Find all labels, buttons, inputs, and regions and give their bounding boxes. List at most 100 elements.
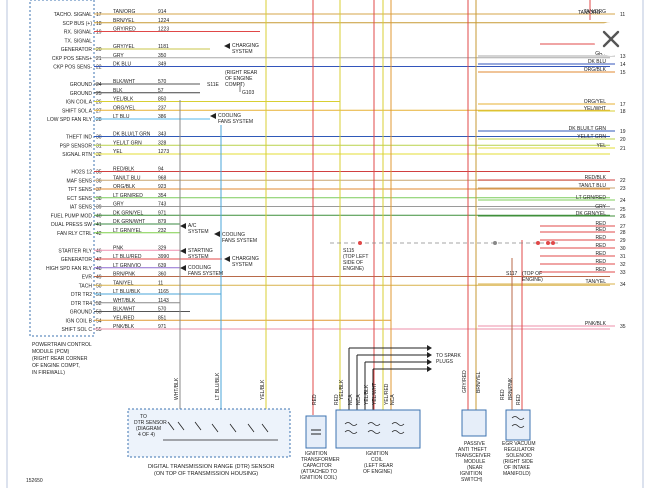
pcm-pin-label: GENERATOR — [61, 47, 93, 53]
pcm-pin-number: 30 — [96, 135, 102, 141]
vertical-wire-label: RED — [312, 394, 318, 405]
arrow-icon — [210, 113, 216, 119]
pcm-pin-label: TACHO. SIGNAL — [54, 12, 92, 18]
pcm-wire-color: TAN/LT BLU — [113, 175, 141, 181]
pcm-pin-label: EVR — [82, 275, 93, 281]
pcm-circuit-number: 237 — [158, 105, 167, 111]
splice-dot — [551, 241, 555, 245]
right-wire-color: GRY — [595, 51, 606, 57]
right-wire-pin: 29 — [620, 238, 626, 244]
right-wire-color: ORG/YEL — [584, 99, 606, 105]
coil-windings-icon — [344, 422, 405, 434]
pcm-wire-color: TAN/YEL — [113, 280, 134, 286]
pcm-wire-color: DK BLU/LT GRN — [113, 132, 151, 138]
pcm-wire-color: PNK — [113, 245, 124, 251]
pcm-pin-number: 20 — [96, 47, 102, 53]
pcm-pin-number: 36 — [96, 178, 102, 184]
callout-cooling: COOLING — [188, 265, 211, 271]
pcm-pin-label: SIGNAL RTN — [62, 152, 92, 158]
vertical-wire-label: YEL/BLK — [260, 379, 266, 400]
coil-label: IGNITION — [366, 451, 389, 457]
pcm-circuit-number: 1273 — [158, 149, 169, 155]
callout-s117: S117 — [506, 271, 518, 277]
pcm-pin-number: 17 — [96, 12, 102, 18]
close-icon[interactable] — [602, 30, 620, 48]
callout-s115: SIDE OF — [343, 260, 363, 266]
pcm-circuit-number: 360 — [158, 272, 167, 278]
top-right-wire-label: TAN/ORG — [578, 10, 601, 16]
pcm-wire-color: RED/BLK — [113, 167, 135, 173]
right-wire-color: RED — [595, 251, 606, 257]
pcm-wire-color: YEL/LT GRN — [113, 140, 142, 146]
right-wire-pin: 28 — [620, 230, 626, 236]
pcm-pin-number: 49 — [96, 275, 102, 281]
pcm-circuit-number: 350 — [158, 53, 167, 59]
pcm-wire-color: TAN/ORG — [113, 9, 136, 15]
pcm-circuit-number: 3990 — [158, 254, 169, 260]
callout-ground: COMPT) — [225, 82, 245, 88]
right-wire-pin: 24 — [620, 198, 626, 204]
pcm-circuit-number: 328 — [158, 140, 167, 146]
vertical-wire-label: WHT/BLK — [174, 377, 180, 400]
capacitor-label: IGNITION COIL) — [300, 475, 337, 481]
right-wire-pin: 35 — [620, 324, 626, 330]
pcm-wire-color: DK GRN/WHT — [113, 219, 145, 225]
pcm-pin-number: 31 — [96, 143, 102, 149]
arrow-icon — [427, 359, 432, 365]
pcm-pin-label: IAT SENS — [70, 205, 93, 211]
egr-label: OF INTAKE — [504, 465, 531, 471]
right-wire-color: TAN/YEL — [586, 279, 607, 285]
pcm-wire-color: LT BLU/RED — [113, 254, 142, 260]
pcm-circuit-number: 1165 — [158, 289, 169, 295]
arrow-icon — [224, 43, 230, 49]
vertical-wire-label: NCA — [348, 394, 354, 405]
pcm-wire-color: BRN/YEL — [113, 18, 135, 24]
pcm-circuit-number: 850 — [158, 97, 167, 103]
pcm-pin-number: 39 — [96, 205, 102, 211]
right-wire-pin: 27 — [620, 224, 626, 230]
pcm-pin-label: GROUND — [70, 310, 93, 316]
pcm-circuit-number: 1143 — [158, 298, 169, 304]
right-wire-pin: 13 — [620, 54, 626, 60]
pcm-pin-number: 24 — [96, 82, 102, 88]
pcm-pin-number: 35 — [96, 170, 102, 176]
pcm-pin-number: 47 — [96, 257, 102, 263]
pcm-circuit-number: 349 — [158, 62, 167, 68]
pcm-pin-number: 41 — [96, 222, 102, 228]
pcm-pin-label: TACH — [79, 283, 93, 289]
callout-s115: (TOP LEFT — [343, 254, 368, 260]
splice-dot — [546, 241, 550, 245]
right-wire-color: RED/BLK — [585, 175, 607, 181]
pcm-pin-label: DUAL PRESS SW — [51, 222, 92, 228]
pcm-pin-label: STARTER RLY — [58, 248, 92, 254]
close-button[interactable] — [594, 22, 628, 56]
pcm-pin-label: PSP SENSOR — [60, 143, 93, 149]
capacitor-label: CAPACITOR — [303, 463, 332, 469]
right-wire-pin: 15 — [620, 70, 626, 76]
splice-dot — [536, 241, 540, 245]
pcm-circuit-number: 57 — [158, 88, 164, 94]
right-wire-pin: 23 — [620, 186, 626, 192]
right-wire-pin: 31 — [620, 254, 626, 260]
pcm-pin-label: RX. SIGNAL — [64, 30, 92, 36]
pcm-pin-number: 27 — [96, 108, 102, 114]
egr-label: EGR VACUUM — [502, 441, 536, 447]
pcm-pin-number: 52 — [96, 301, 102, 307]
pcm-circuit-number: 570 — [158, 79, 167, 85]
pcm-circuit-number: 386 — [158, 114, 167, 120]
pcm-pin-number: 50 — [96, 283, 102, 289]
vertical-wire-label: YEL/RED — [384, 383, 390, 405]
capacitor-label: (ATTACHED TO — [301, 469, 337, 475]
callout-spark: TO SPARK — [436, 353, 461, 359]
callout-charging: SYSTEM — [232, 262, 253, 268]
right-wire-color: DK BLU — [588, 59, 606, 65]
pcm-pin-label: HO2S 12 — [71, 170, 92, 176]
pcm-pin-number: 25 — [96, 91, 102, 97]
pcm-wire-color: LT GRN/YEL — [113, 228, 142, 234]
callout-s115: ENGINE) — [343, 266, 364, 272]
pcm-pin-number: 19 — [96, 30, 102, 36]
pcm-pin-number: 26 — [96, 100, 102, 106]
callout-charging: CHARGING — [232, 43, 259, 49]
vertical-wire-label: RED — [334, 394, 340, 405]
